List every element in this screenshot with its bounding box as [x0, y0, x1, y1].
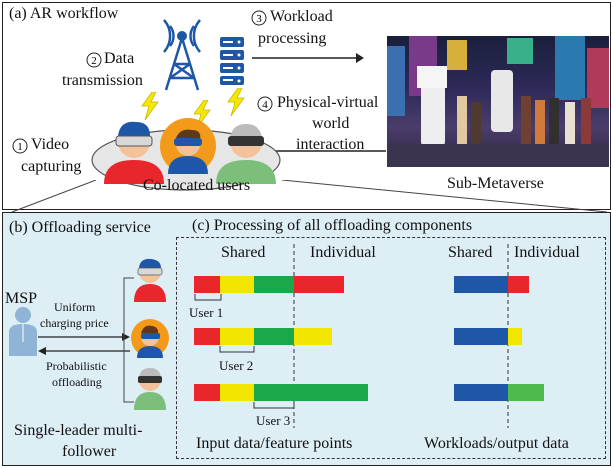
lightning-icon [227, 88, 245, 116]
step-1-label-line2: capturing [21, 158, 82, 175]
step-1-label-line1: Video [31, 136, 70, 153]
follower-orange-icon [131, 319, 169, 358]
user-2-input-seg-3 [254, 328, 294, 345]
user-1-output-seg-1 [454, 276, 508, 293]
msp-person-icon [9, 307, 37, 356]
user-2-input-seg-4 [294, 328, 332, 345]
user-2-bracket [219, 346, 255, 353]
zoom-connector-lines [11, 180, 608, 213]
panel-c-box [176, 237, 606, 459]
bottom-label-line2: follower [62, 443, 117, 460]
interaction-line [274, 150, 386, 152]
step-2-label-line2: transmission [62, 72, 143, 89]
user-3-label: User 3 [256, 413, 291, 428]
svg-text:1: 1 [17, 141, 23, 153]
bottom-label-line1: Single-leader multi- [14, 422, 143, 439]
shared-label-left: Shared [221, 244, 266, 261]
user-1-label: User 1 [189, 305, 224, 320]
server-icon [220, 37, 244, 85]
user-2-input-seg-1 [194, 328, 220, 345]
user-red-icon [104, 121, 164, 184]
offload-label-line1: Probabilistic [46, 359, 107, 373]
step-2-number-icon: 2 [86, 52, 102, 68]
individual-label-left: Individual [310, 244, 376, 261]
user-3-output-seg-1 [454, 384, 508, 401]
step-3-label-line2: processing [258, 30, 327, 47]
user-orange-icon [160, 118, 216, 174]
user-2-output-seg-1 [454, 328, 508, 345]
follower-bracket [122, 277, 134, 403]
price-label-line2: charging price [40, 316, 109, 330]
lightning-icon [141, 92, 159, 120]
colocated-users-label: Co-located users [143, 177, 251, 194]
user-2-input-seg-2 [220, 328, 254, 345]
svg-text:4: 4 [262, 99, 268, 111]
step-4-number-icon: 4 [257, 96, 273, 112]
step-2-label-line1: Data [104, 50, 135, 67]
step-4-label-line2: world [312, 115, 350, 132]
user-1-input-seg-2 [220, 276, 254, 293]
user-1-output-seg-2 [508, 276, 529, 293]
user-1-input-seg-1 [194, 276, 220, 293]
step-4-label-line1: Physical-virtual [277, 94, 379, 111]
follower-red-icon [134, 258, 166, 302]
colocated-users-group [91, 118, 281, 191]
output-caption: Workloads/output data [424, 435, 569, 452]
price-label-line1: Uniform [54, 300, 96, 314]
svg-text:3: 3 [256, 13, 262, 25]
user-2-label: User 2 [219, 358, 254, 373]
user-1-input-seg-3 [254, 276, 294, 293]
sub-metaverse-image [387, 36, 609, 167]
user-3-input-seg-4 [294, 384, 368, 401]
user-3-input-seg-3 [254, 384, 294, 401]
user-1-input-seg-4 [294, 276, 344, 293]
step-3-label-line1: Workload [270, 8, 333, 25]
panel-c-title: (c) Processing of all offloading compone… [192, 217, 473, 234]
offload-label-line2: offloading [52, 375, 102, 389]
user-2-output-seg-2 [508, 328, 522, 345]
user-1-bracket [194, 294, 222, 301]
workload-arrow [252, 53, 364, 63]
panel-b-title: (b) Offloading service [9, 219, 151, 236]
user-3-output-seg-2 [508, 384, 544, 401]
user-3-input-seg-1 [194, 384, 220, 401]
user-green-icon [216, 124, 276, 184]
step-4-label-line3: interaction [296, 136, 365, 153]
sub-metaverse-label: Sub-Metaverse [447, 175, 544, 192]
step-1-number-icon: 1 [12, 138, 28, 154]
offload-arrow [38, 347, 130, 355]
individual-label-right: Individual [514, 244, 580, 261]
user-3-input-seg-2 [220, 384, 254, 401]
lightning-icon [193, 100, 211, 128]
cell-tower-icon [163, 19, 201, 91]
msp-label: MSP [5, 290, 38, 307]
follower-green-icon [134, 368, 166, 410]
shared-label-right: Shared [448, 244, 493, 261]
step-3-number-icon: 3 [251, 10, 267, 26]
user-3-bracket [253, 402, 295, 409]
panel-a-title: (a) AR workflow [9, 5, 119, 22]
input-caption: Input data/feature points [196, 435, 353, 452]
svg-text:2: 2 [91, 55, 97, 67]
